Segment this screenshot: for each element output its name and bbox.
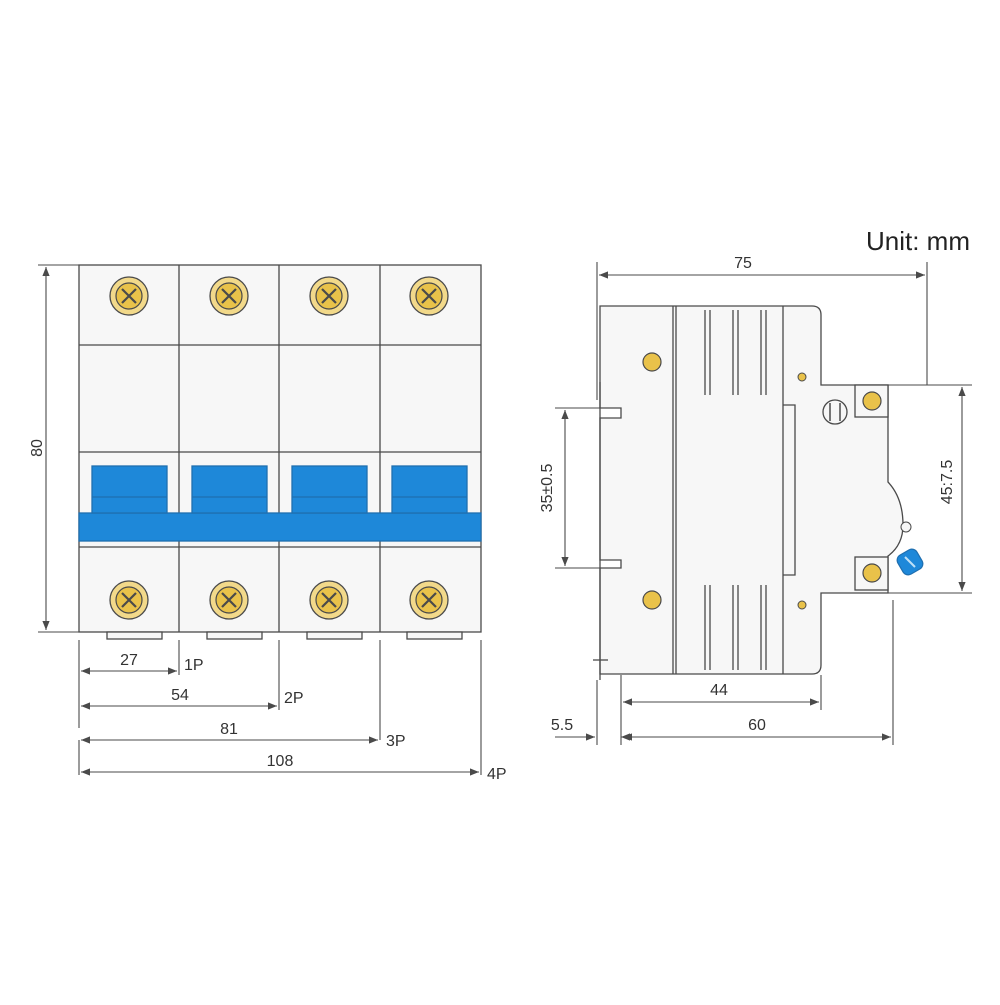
height-label: 80 [29,439,46,457]
width-1p-label: 27 [120,652,138,669]
terminal-screw-icon [409,276,449,316]
rail-label: 35±0.5 [539,463,556,512]
front-view [78,264,482,640]
depth-60-label: 60 [748,717,766,734]
pole-2p-label: 2P [284,690,304,707]
side-dimension-labels: 75 35±0.5 45:7.5 44 5.5 60 [539,255,956,734]
rivet-icon [642,352,662,372]
terminal-screw-icon [862,391,882,411]
front-dimensions [38,264,482,776]
breaker-body-outline [78,264,482,633]
offset-5-5-label: 5.5 [551,717,573,734]
width-4p-label: 108 [267,753,294,770]
terminal-screw-icon [409,580,449,620]
pole-1p-label: 1P [184,657,204,674]
handle-pole-1 [91,465,168,514]
front-terminals [109,276,449,620]
unit-label: Unit: mm [866,226,970,256]
terminal-screw-icon [209,276,249,316]
catch-icon [900,521,912,533]
side-dimensions [555,262,972,745]
terminal-screw-icon [109,276,149,316]
handle-pole-2 [191,465,268,514]
width-2p-label: 54 [171,687,189,704]
mount-label: 45:7.5 [939,460,956,505]
side-view [593,305,904,680]
pin-icon [797,372,807,382]
terminal-screw-icon [309,580,349,620]
side-view-details [642,352,924,610]
terminal-screw-icon [309,276,349,316]
blue-clip-icon [896,548,924,576]
pole-3p-label: 3P [386,733,406,750]
terminal-screw-icon [209,580,249,620]
handle-pole-3 [291,465,368,514]
pole-4p-label: 4P [487,766,507,783]
front-dimension-labels: 80 27 1P 54 2P 81 3P 108 4P [29,439,507,783]
handle-bar [78,512,482,542]
adjust-screw-icon [822,399,848,425]
depth-44-label: 44 [710,682,728,699]
terminal-screw-icon [109,580,149,620]
pin-icon [797,600,807,610]
terminal-screw-icon [862,563,882,583]
handle-pole-4 [391,465,468,514]
depth-75-label: 75 [734,255,752,272]
rivet-icon [642,590,662,610]
width-3p-label: 81 [220,721,238,738]
